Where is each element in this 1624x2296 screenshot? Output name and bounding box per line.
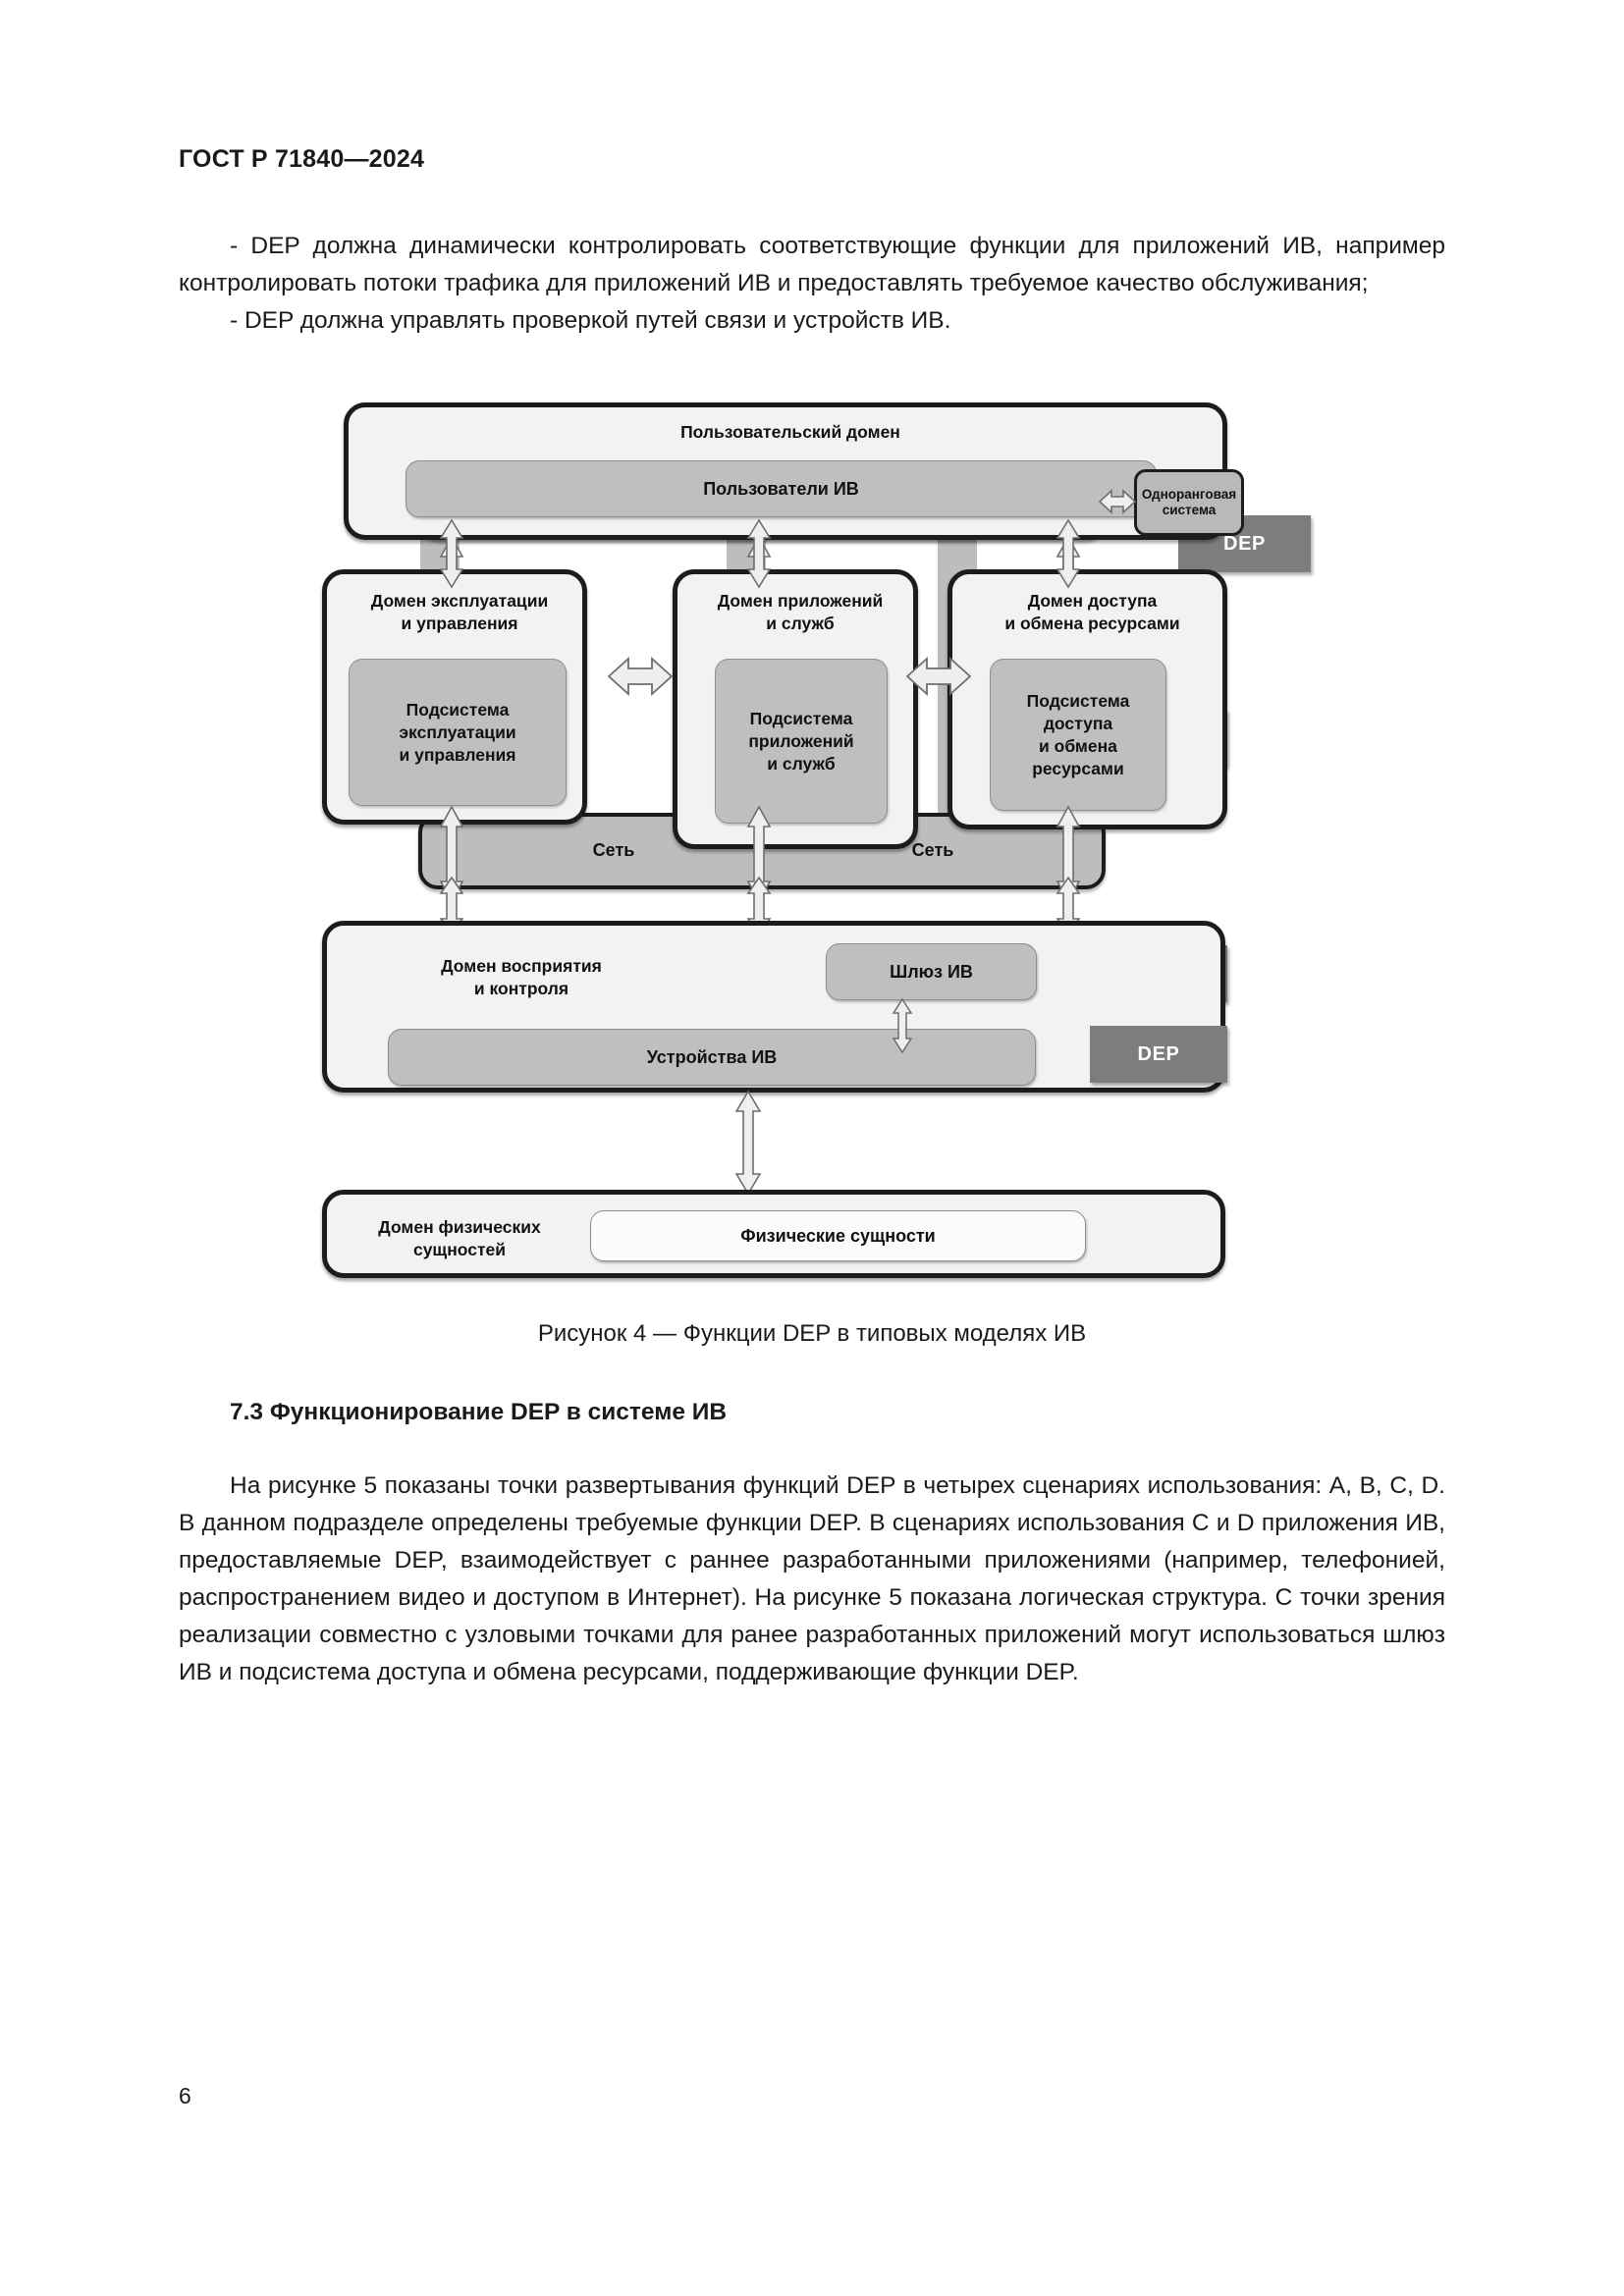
arrow-devices-to-physical-entities — [734, 1090, 762, 1196]
arrow-operation-to-application — [607, 656, 674, 697]
physical-entities-bar: Физические сущности — [590, 1210, 1086, 1261]
arrow-network-to-application-domain — [746, 518, 772, 589]
application-services-domain-title: Домен приложений и служб — [717, 591, 884, 633]
user-domain-title: Пользовательский домен — [680, 422, 900, 442]
perception-control-domain-title: Домен восприятия и контроля — [441, 956, 602, 998]
user-domain-box: Пользовательский домен Пользователи ИВ — [344, 402, 1227, 540]
intro-bullet-1: - DEP должна динамически контролировать … — [179, 233, 1445, 296]
user-domain-iot-users-bar: Пользователи ИВ — [406, 460, 1157, 517]
section-7-3-body: На рисунке 5 показаны точки развертывани… — [179, 1468, 1445, 1691]
iot-gateway-bar: Шлюз ИВ — [826, 943, 1037, 1000]
network-label-lower-right: Сеть — [911, 840, 954, 860]
arrow-network-to-operation-domain — [439, 518, 464, 589]
application-services-domain-box: Домен приложений и служб Подсистема прил… — [673, 569, 918, 849]
physical-entities-domain-box: Домен физических сущностей Физические су… — [322, 1190, 1225, 1278]
application-services-subsystem: Подсистема приложений и служб — [715, 659, 888, 824]
intro-text-block: - DEP должна динамически контролировать … — [179, 228, 1445, 340]
access-resource-sharing-domain-title: Домен доступа и обмена ресурсами — [1004, 591, 1180, 633]
peer-system-box: Одноранговая система — [1134, 469, 1244, 536]
arrow-gateway-to-devices — [892, 997, 913, 1054]
access-resource-sharing-domain-box: Домен доступа и обмена ресурсами Подсист… — [947, 569, 1227, 829]
iot-devices-bar: Устройства ИВ — [388, 1029, 1036, 1086]
operation-management-domain-box: Домен эксплуатации и управления Подсисте… — [322, 569, 587, 825]
page-number: 6 — [179, 2083, 191, 2109]
intro-bullet-2: - DEP должна управлять проверкой путей с… — [230, 307, 951, 334]
arrow-application-to-access — [905, 656, 972, 697]
section-7-3-heading: 7.3 Функционирование DEP в системе ИВ — [230, 1399, 728, 1425]
figure-4-dep-functions-diagram: Сеть Сеть Сеть Сеть DEP Пользовательский… — [295, 373, 1394, 1286]
operation-management-subsystem: Подсистема эксплуатации и управления — [349, 659, 567, 806]
physical-entities-domain-title: Домен физических сущностей — [378, 1217, 541, 1259]
operation-management-domain-title: Домен эксплуатации и управления — [370, 591, 549, 633]
page-header-standard-number: ГОСТ Р 71840—2024 — [179, 145, 425, 173]
network-label-lower-left: Сеть — [592, 840, 635, 860]
access-resource-sharing-subsystem: Подсистема доступа и обмена ресурсами — [990, 659, 1166, 811]
arrow-network-to-access-domain — [1056, 518, 1081, 589]
figure-4-caption: Рисунок 4 — Функции DEP в типовых моделя… — [537, 1320, 1087, 1347]
perception-control-domain-box: Домен восприятия и контроля Шлюз ИВ Устр… — [322, 921, 1225, 1093]
section-7-3-paragraph: На рисунке 5 показаны точки развертывани… — [179, 1472, 1445, 1685]
dep-badge-iot-devices-tab: DEP — [1090, 1026, 1227, 1083]
arrow-network-to-peer-system — [1098, 489, 1137, 514]
